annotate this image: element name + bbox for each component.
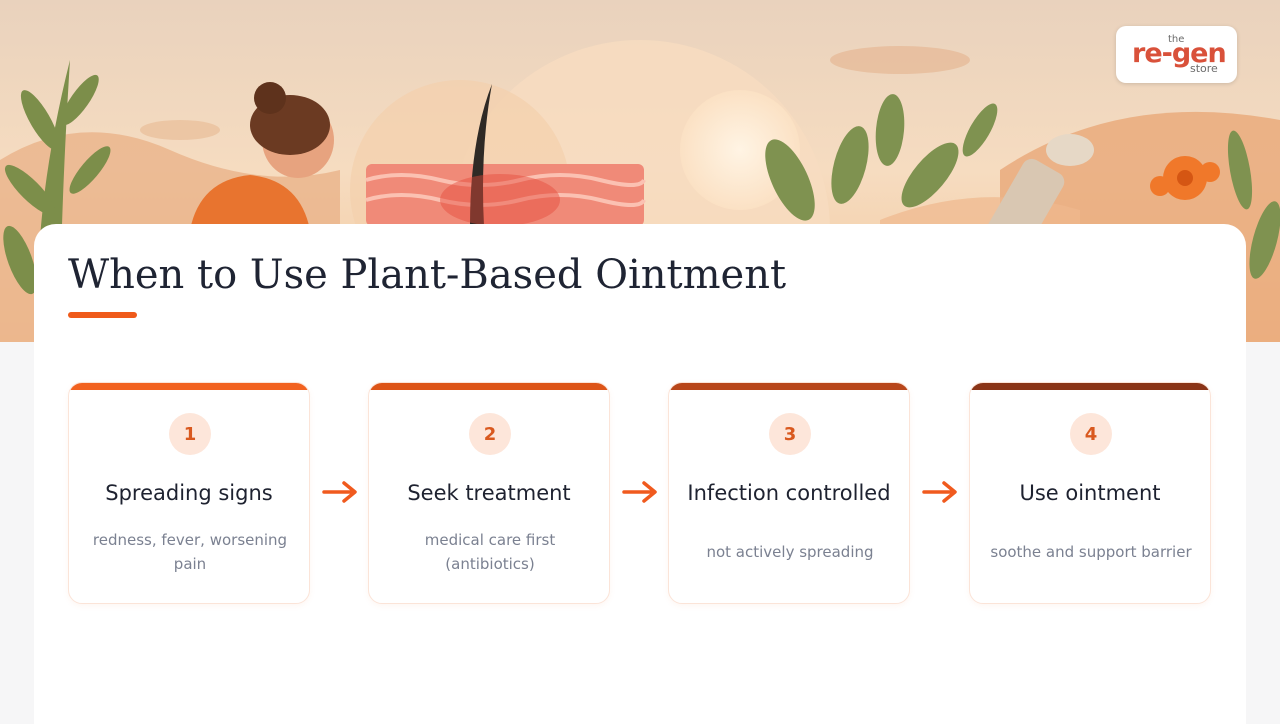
content-panel: When to Use Plant-Based Ointment 1 Sprea… — [34, 224, 1246, 724]
logo-the-text: the — [1168, 34, 1185, 45]
step-card-4: 4 Use ointment soothe and support barrie… — [969, 382, 1211, 604]
title-underline — [68, 312, 137, 318]
logo-brand-text: re-gen — [1132, 38, 1227, 69]
step-card-1: 1 Spreading signs redness, fever, worsen… — [68, 382, 310, 604]
arrow-right-icon — [622, 481, 657, 503]
step-accent-bar — [369, 383, 609, 390]
logo-store-text: store — [1190, 62, 1218, 75]
step-heading: Seek treatment — [407, 481, 571, 505]
step-heading: Use ointment — [1019, 481, 1161, 505]
step-description: medical care first (antibiotics) — [424, 531, 556, 573]
step-heading: Infection controlled — [687, 481, 891, 505]
step-accent-bar — [69, 383, 309, 390]
step-accent-bar — [970, 383, 1210, 390]
arrow-right-icon — [922, 481, 957, 503]
step-heading: Spreading signs — [105, 481, 273, 505]
step-description: redness, fever, worsening pain — [92, 531, 288, 573]
step-number-badge: 4 — [1070, 413, 1112, 455]
step-number-badge: 2 — [469, 413, 511, 455]
step-description: not actively spreading — [706, 543, 874, 561]
brand-logo: the re-gen store — [1116, 26, 1237, 83]
arrow-right-icon — [322, 481, 357, 503]
step-card-2: 2 Seek treatment medical care first (ant… — [368, 382, 610, 604]
step-description: soothe and support barrier — [990, 543, 1192, 561]
step-accent-bar — [669, 383, 909, 390]
step-card-3: 3 Infection controlled not actively spre… — [668, 382, 910, 604]
step-number-badge: 1 — [169, 413, 211, 455]
step-number-badge: 3 — [769, 413, 811, 455]
page-title: When to Use Plant-Based Ointment — [68, 252, 787, 298]
